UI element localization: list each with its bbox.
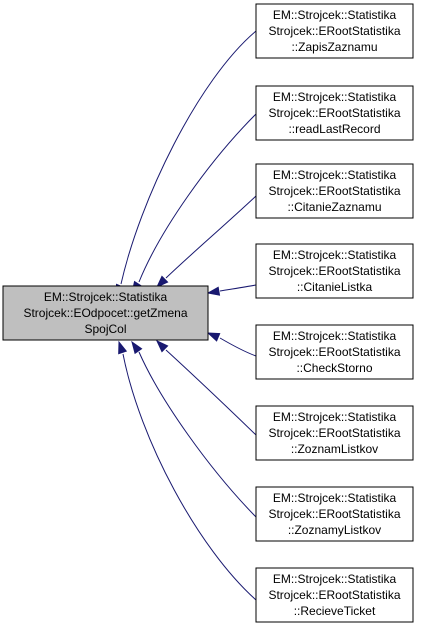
caller-node-recieve-ticket[interactable]: EM::Strojcek::Statistika Strojcek::ERoot… [255, 567, 414, 623]
caller-node-zoznam-listkov[interactable]: EM::Strojcek::Statistika Strojcek::ERoot… [255, 405, 414, 461]
caller-node-box [255, 163, 414, 219]
caller-label-line-1: EM::Strojcek::Statistika [273, 491, 397, 505]
caller-label-line-2: Strojcek::ERootStatistika [268, 106, 400, 120]
caller-node-citanie-zaznamu[interactable]: EM::Strojcek::Statistika Strojcek::ERoot… [255, 163, 414, 219]
caller-label-line-3: ::CitanieZaznamu [287, 200, 381, 214]
call-edge-5 [219, 337, 257, 357]
caller-label-line-2: Strojcek::ERootStatistika [268, 588, 400, 602]
caller-node-check-storno[interactable]: EM::Strojcek::Statistika Strojcek::ERoot… [255, 324, 414, 380]
call-edge-8 [122, 353, 257, 601]
focus-node[interactable]: EM::Strojcek::Statistika Strojcek::EOdpo… [2, 285, 209, 341]
caller-node-box [255, 567, 414, 623]
arrowhead-icon [155, 339, 169, 353]
caller-label-line-1: EM::Strojcek::Statistika [273, 8, 397, 22]
caller-label-line-2: Strojcek::ERootStatistika [268, 184, 400, 198]
caller-label-line-1: EM::Strojcek::Statistika [273, 572, 397, 586]
call-edge-4 [219, 284, 257, 292]
caller-label-line-2: Strojcek::ERootStatistika [268, 24, 400, 38]
caller-label-line-2: Strojcek::ERootStatistika [268, 507, 400, 521]
caller-node-zapis-zaznamu[interactable]: EM::Strojcek::Statistika Strojcek::ERoot… [255, 3, 414, 59]
caller-label-line-1: EM::Strojcek::Statistika [273, 168, 397, 182]
caller-label-line-3: ::CheckStorno [296, 361, 372, 375]
call-edge-3 [165, 195, 257, 279]
caller-label-line-3: ::CitanieListka [297, 280, 373, 294]
caller-node-box [255, 243, 414, 299]
caller-label-line-1: EM::Strojcek::Statistika [273, 410, 397, 424]
focus-node-box [2, 285, 209, 341]
call-edge-2 [138, 113, 257, 283]
caller-node-box [255, 324, 414, 380]
caller-label-line-1: EM::Strojcek::Statistika [273, 90, 397, 104]
caller-label-line-3: ::ZoznamListkov [291, 442, 378, 456]
caller-label-line-3: ::ZapisZaznamu [291, 40, 377, 54]
caller-label-line-3: ::ZoznamyListkov [288, 523, 381, 537]
edges [115, 30, 257, 601]
caller-label-line-3: ::RecieveTicket [294, 604, 376, 618]
focus-node-label-line-2: Strojcek::EOdpocet::getZmena [23, 306, 187, 320]
arrowhead-icon [131, 340, 143, 355]
caller-node-box [255, 85, 414, 141]
call-edge-7 [138, 351, 257, 518]
caller-node-box [255, 405, 414, 461]
caller-node-box [255, 486, 414, 542]
caller-node-box [255, 3, 414, 59]
caller-label-line-1: EM::Strojcek::Statistika [273, 248, 397, 262]
caller-label-line-2: Strojcek::ERootStatistika [268, 345, 400, 359]
caller-label-line-1: EM::Strojcek::Statistika [273, 329, 397, 343]
arrowhead-icon [118, 340, 128, 355]
caller-node-citanie-listka[interactable]: EM::Strojcek::Statistika Strojcek::ERoot… [255, 243, 414, 299]
caller-label-line-2: Strojcek::ERootStatistika [268, 264, 400, 278]
focus-node-label-line-1: EM::Strojcek::Statistika [44, 290, 168, 304]
call-edge-1 [120, 30, 257, 285]
caller-node-read-last-record[interactable]: EM::Strojcek::Statistika Strojcek::ERoot… [255, 85, 414, 141]
arrowhead-icon [206, 332, 221, 342]
focus-node-label-line-3: SpojCol [84, 322, 126, 336]
caller-node-zoznamy-listkov[interactable]: EM::Strojcek::Statistika Strojcek::ERoot… [255, 486, 414, 542]
caller-label-line-2: Strojcek::ERootStatistika [268, 426, 400, 440]
call-edge-6 [165, 349, 257, 436]
arrowhead-icon [155, 275, 169, 289]
caller-label-line-3: ::readLastRecord [288, 122, 380, 136]
arrowhead-icon [206, 286, 221, 296]
